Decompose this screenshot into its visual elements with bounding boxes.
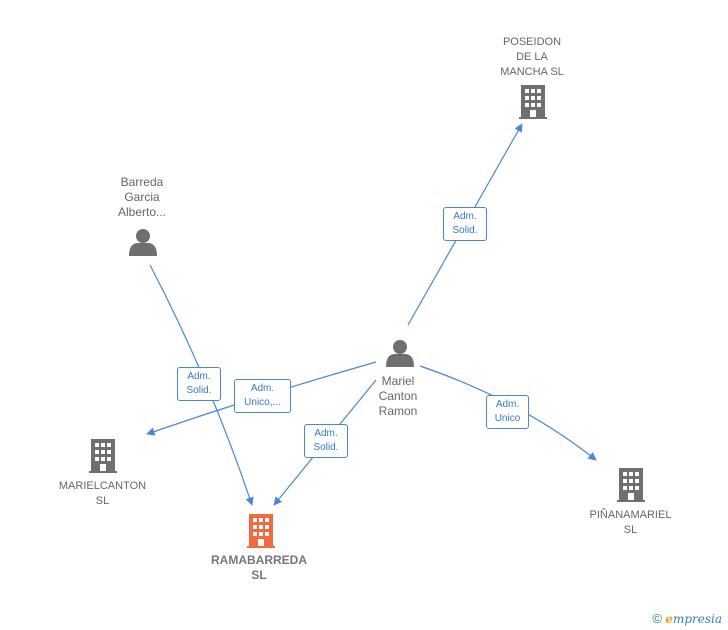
label-line: SL [95,495,110,507]
edge-label-mariel-poseidon[interactable]: Adm. Solid. [443,207,487,241]
brand-initial: e [665,612,673,626]
label-line: Unico,... [244,397,281,408]
node-label-mariel[interactable]: Mariel Canton Ramon [348,374,448,419]
label-line: Unico [494,413,521,424]
label-line: DE LA [516,51,548,63]
label-line: Ramon [378,404,418,418]
edge-label-mariel-ramabarreda[interactable]: Adm. Solid. [304,424,348,458]
node-label-pinanamariel[interactable]: PIÑANAMARIEL SL [573,508,688,538]
person-icon-barreda[interactable] [129,229,157,256]
label-line: Solid. [186,385,212,396]
label-line: Adm. [314,428,338,439]
building-icon-pinanamariel[interactable] [617,468,645,502]
label-line: SL [251,568,267,582]
label-line: MANCHA SL [500,66,564,78]
label-line: Solid. [452,225,478,236]
label-line: Mariel [381,374,415,388]
brand-rest: mpresia [672,612,722,626]
building-icon-ramabarreda[interactable] [247,514,275,548]
label-line: PIÑANAMARIEL [589,509,672,521]
node-label-poseidon[interactable]: POSEIDON DE LA MANCHA SL [482,35,582,80]
building-icon-poseidon[interactable] [519,85,547,119]
edge-label-mariel-pinanamariel[interactable]: Adm. Unico [486,395,529,429]
label-line: Garcia [124,190,160,204]
label-line: MARIELCANTON [58,480,147,492]
edge-label-barreda-ramabarreda[interactable]: Adm. Solid. [177,367,221,401]
label-line: Solid. [313,442,339,453]
person-icon-mariel[interactable] [386,340,414,367]
node-label-barreda[interactable]: Barreda Garcia Alberto... [92,175,192,220]
label-line: Canton [378,389,418,403]
edge-label-mariel-marielcanton[interactable]: Adm. Unico,... [234,379,291,413]
label-line: RAMABARREDA [211,553,307,567]
label-line: Adm. [453,211,477,222]
copyright-icon: © [652,611,662,626]
brand-logo: empresia [665,612,722,626]
label-line: Alberto... [117,205,167,219]
building-icon-marielcanton[interactable] [89,439,117,473]
label-line: Adm. [250,383,275,394]
label-line: Barreda [120,175,164,189]
node-label-ramabarreda[interactable]: RAMABARREDA SL [201,553,317,583]
label-line: Adm. [187,371,211,382]
label-line: POSEIDON [502,36,562,48]
node-label-marielcanton[interactable]: MARIELCANTON SL [45,479,160,509]
brand-footer: © empresia [652,611,722,626]
label-line: SL [623,524,638,536]
label-line: Adm. [495,399,520,410]
